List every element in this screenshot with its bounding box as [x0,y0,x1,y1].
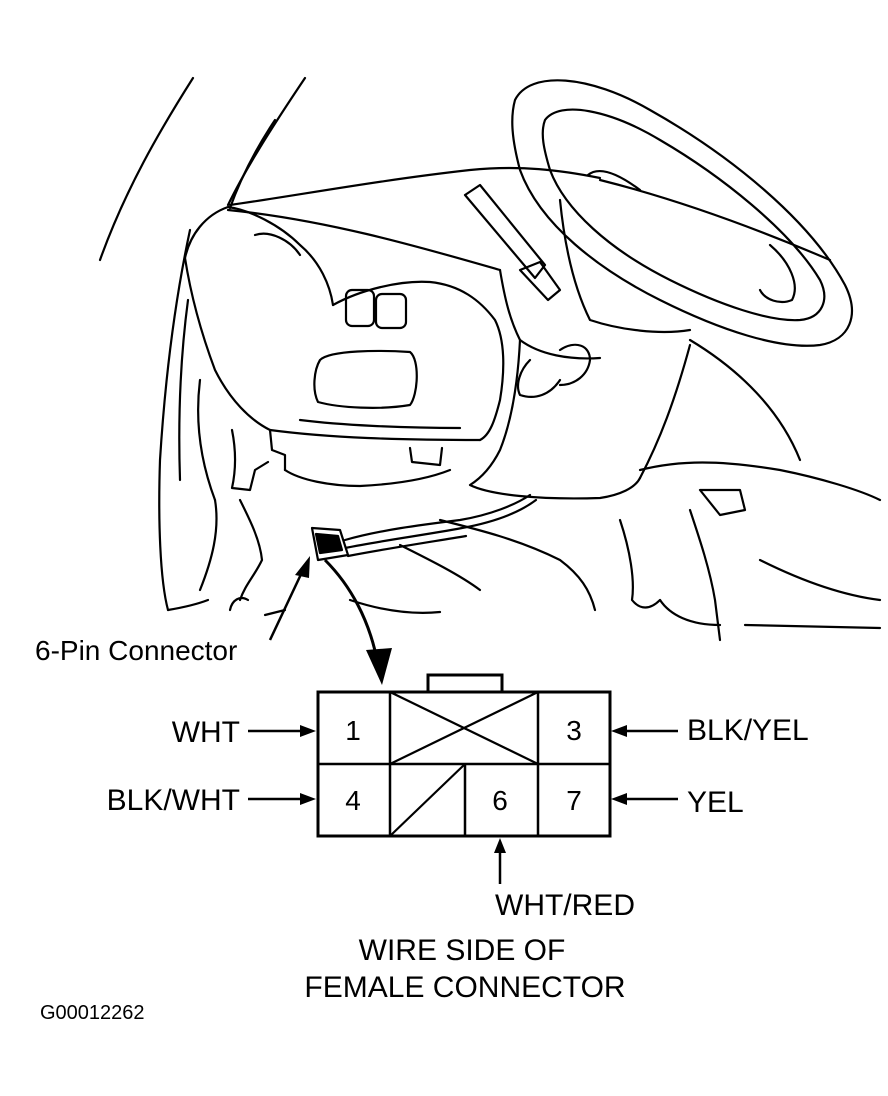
unused-cavity-slash [389,763,466,837]
pin-3-number: 3 [566,715,582,746]
connector-callout-label: 6-Pin Connector [35,635,237,666]
connector-lock-tab [426,673,504,694]
caption-line-1: WIRE SIDE OF [359,934,566,967]
pin-1-number: 1 [345,715,361,746]
wire-label-pin-1: WHT [172,716,240,749]
callout-arrows [268,556,392,685]
wire-label-pin-7: YEL [687,786,744,819]
figure-id: G00012262 [40,1002,145,1024]
wire-label-pin-6: WHT/RED [495,889,635,922]
pin-4-number: 4 [345,785,361,816]
wire-arrows [248,725,678,884]
wire-label-pin-4: BLK/WHT [107,784,240,817]
dashboard-illustration [98,76,882,642]
caption-line-2: FEMALE CONNECTOR [304,971,625,1004]
pin-7-number: 7 [566,785,582,816]
pin-6-number: 6 [492,785,508,816]
wire-label-pin-3: BLK/YEL [687,714,809,747]
connector-face: 1 3 4 6 7 [316,673,612,838]
unused-cavity-x [389,691,539,765]
